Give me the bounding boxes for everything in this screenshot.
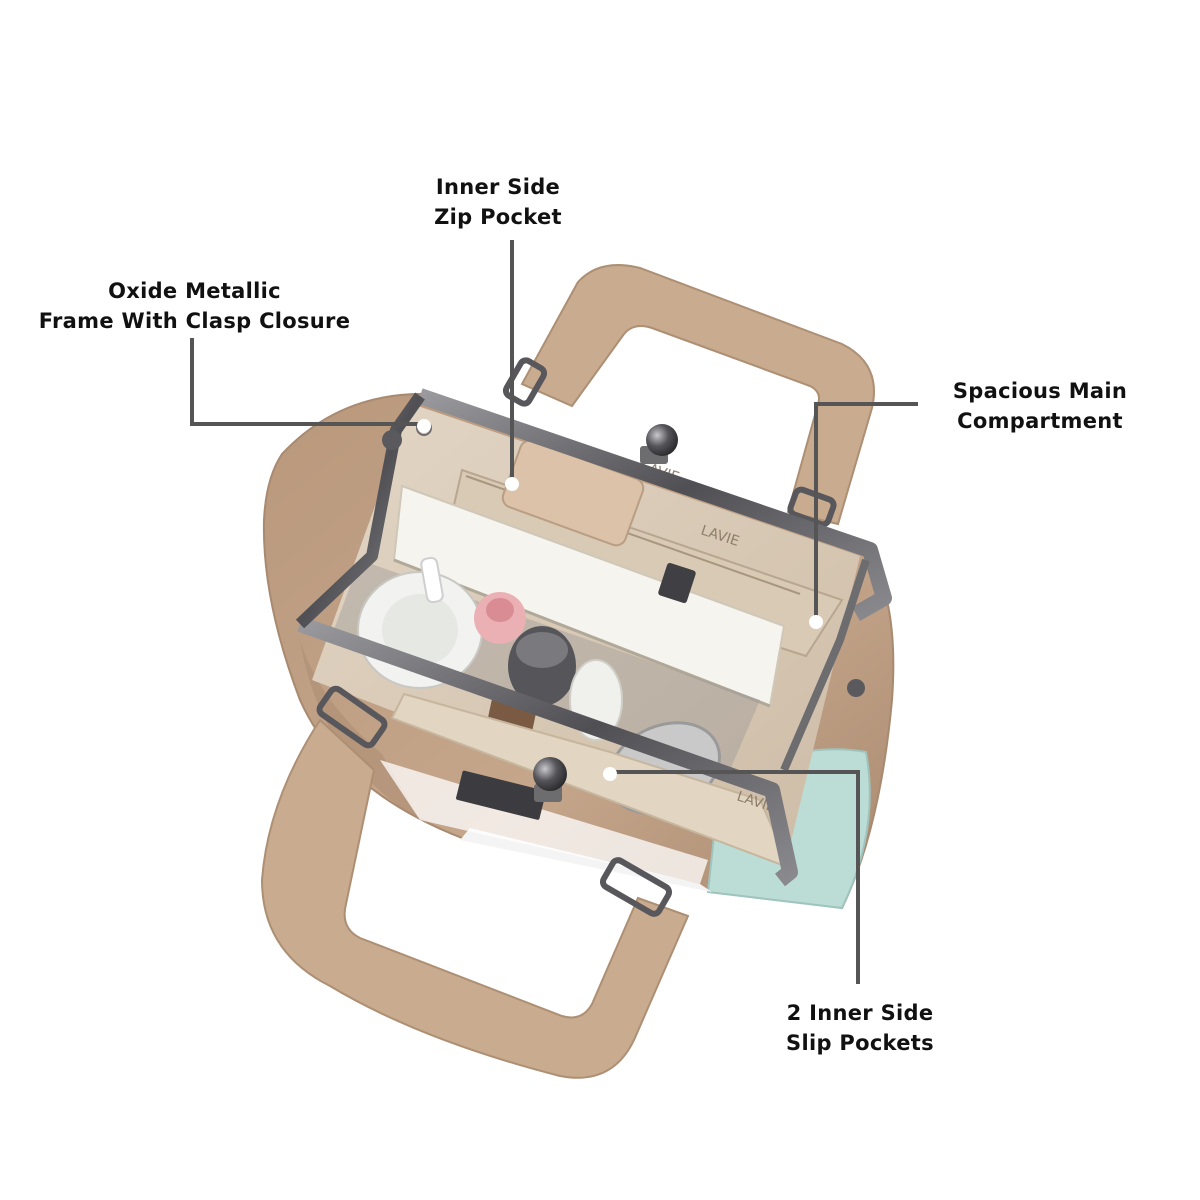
callout-dot-zip	[505, 477, 519, 491]
label-spacious-main-compartment-line1: Spacious Main	[952, 379, 1128, 403]
label-inner-side-zip-pocket-line2: Zip Pocket	[434, 205, 562, 229]
label-oxide-metallic-frame-line2: Frame With Clasp Closure	[38, 309, 351, 333]
label-inner-side-zip-pocket-line1: Inner Side	[435, 175, 561, 199]
label-spacious-main-compartment: Spacious Main Compartment	[930, 376, 1150, 436]
label-inner-side-zip-pocket: Inner Side Zip Pocket	[398, 172, 598, 232]
callout-dot-frame	[417, 419, 431, 433]
callout-line-frame	[190, 338, 424, 426]
callout-dots	[417, 419, 823, 781]
label-inner-side-slip-pockets-line1: 2 Inner Side	[786, 1001, 934, 1025]
callout-line-slip	[612, 770, 860, 984]
label-spacious-main-compartment-line2: Compartment	[957, 409, 1123, 433]
bottom-handle	[260, 685, 690, 1079]
label-oxide-metallic-frame: Oxide Metallic Frame With Clasp Closure	[22, 276, 367, 336]
callout-line-main	[814, 402, 918, 620]
clasp-top	[640, 424, 678, 464]
metal-frame	[295, 388, 892, 887]
clasp-bottom	[533, 757, 567, 802]
bag-interior: LAVIE LAVIE LAVIE	[312, 404, 860, 870]
label-inner-side-slip-pockets: 2 Inner Side Slip Pockets	[770, 998, 950, 1058]
callout-lines	[190, 240, 918, 984]
label-inner-side-slip-pockets-line2: Slip Pockets	[786, 1031, 934, 1055]
label-oxide-metallic-frame-line1: Oxide Metallic	[108, 279, 281, 303]
callout-dot-slip	[603, 767, 617, 781]
callout-dot-main	[809, 615, 823, 629]
